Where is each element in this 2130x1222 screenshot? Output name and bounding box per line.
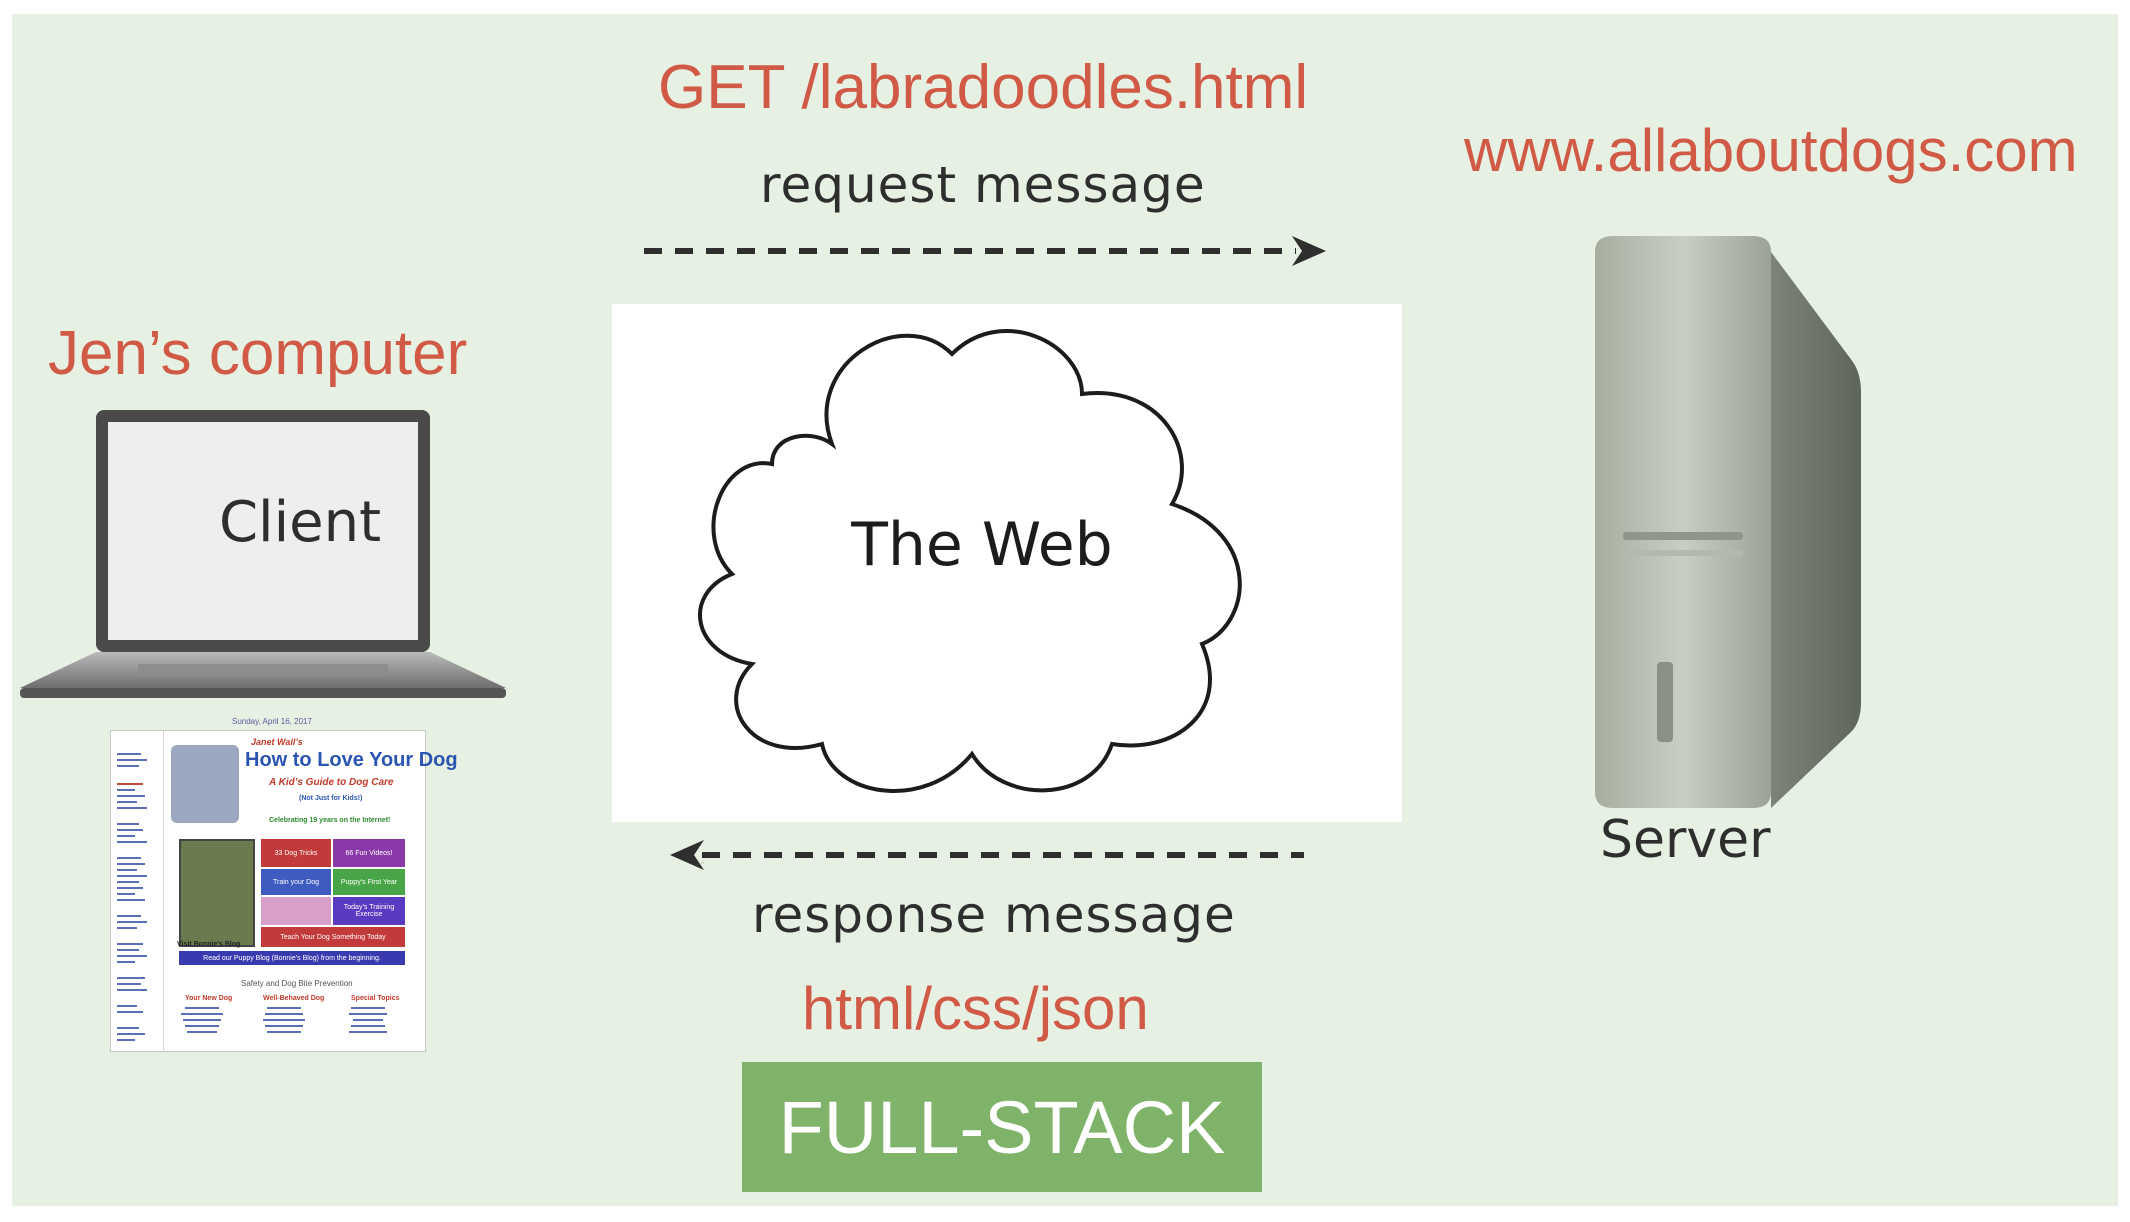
thumbnail-tile: 66 Fun Videos! <box>333 839 405 867</box>
fullstack-badge: FULL-STACK <box>742 1062 1262 1192</box>
request-arrow <box>644 236 1326 266</box>
server-caption: Server <box>1600 810 1771 870</box>
thumbnail-celebrating: Celebrating 19 years on the Internet! <box>269 817 391 824</box>
web-label: The Web <box>851 510 1113 580</box>
web-panel: The Web <box>612 304 1402 822</box>
laptop-icon <box>20 410 506 698</box>
website-thumbnail: Janet Wall’s How to Love Your Dog A Kid’… <box>110 730 458 1052</box>
thumbnail-sidebar <box>111 731 164 1051</box>
thumbnail-kid-photo <box>171 745 239 823</box>
thumbnail-column-heading: Your New Dog <box>185 995 233 1002</box>
thumbnail-section: Safety and Dog Bite Prevention <box>241 979 353 988</box>
thumbnail-tile-blank <box>261 897 331 925</box>
thumbnail-brand: Janet Wall’s <box>251 737 303 747</box>
thumbnail-column-links <box>181 1007 387 1033</box>
client-caption: Jen’s computer <box>48 319 468 388</box>
thumbnail-date: Sunday, April 16, 2017 <box>232 717 312 726</box>
response-message-label: response message <box>752 886 1236 944</box>
server-host: www.allaboutdogs.com <box>1464 117 2078 184</box>
request-message-label: request message <box>760 156 1206 214</box>
thumbnail-column-heading: Well-Behaved Dog <box>263 995 325 1002</box>
thumbnail-blog-banner: Read our Puppy Blog (Bonnie’s Blog) from… <box>179 951 405 965</box>
thumbnail-tile: Teach Your Dog Something Today <box>261 927 405 947</box>
thumbnail-subtitle: A Kid’s Guide to Dog Care <box>269 777 394 788</box>
thumbnail-column-heading: Special Topics <box>351 995 400 1002</box>
thumbnail-sidebar-links <box>117 753 147 1041</box>
thumbnail-tile: 33 Dog Tricks <box>261 839 331 867</box>
thumbnail-tile: Puppy’s First Year <box>333 869 405 895</box>
thumbnail-tile: Today’s Training Exercise <box>333 897 405 925</box>
thumbnail-note: (Not Just for Kids!) <box>299 795 363 802</box>
cloud-icon <box>697 329 1242 793</box>
thumbnail-tile: Train your Dog <box>261 869 331 895</box>
response-formats: html/css/json <box>802 975 1149 1042</box>
thumbnail-title: How to Love Your Dog <box>245 749 458 771</box>
thumbnail-blog-link: Visit Bonnie’s Blog <box>177 941 241 948</box>
client-screen-label: Client <box>218 490 382 555</box>
fullstack-label: FULL-STACK <box>778 1085 1226 1169</box>
thumbnail-dog-photo <box>179 839 255 947</box>
request-line: GET /labradoodles.html <box>658 53 1309 122</box>
server-icon <box>1595 236 1861 808</box>
response-arrow <box>670 840 1304 870</box>
